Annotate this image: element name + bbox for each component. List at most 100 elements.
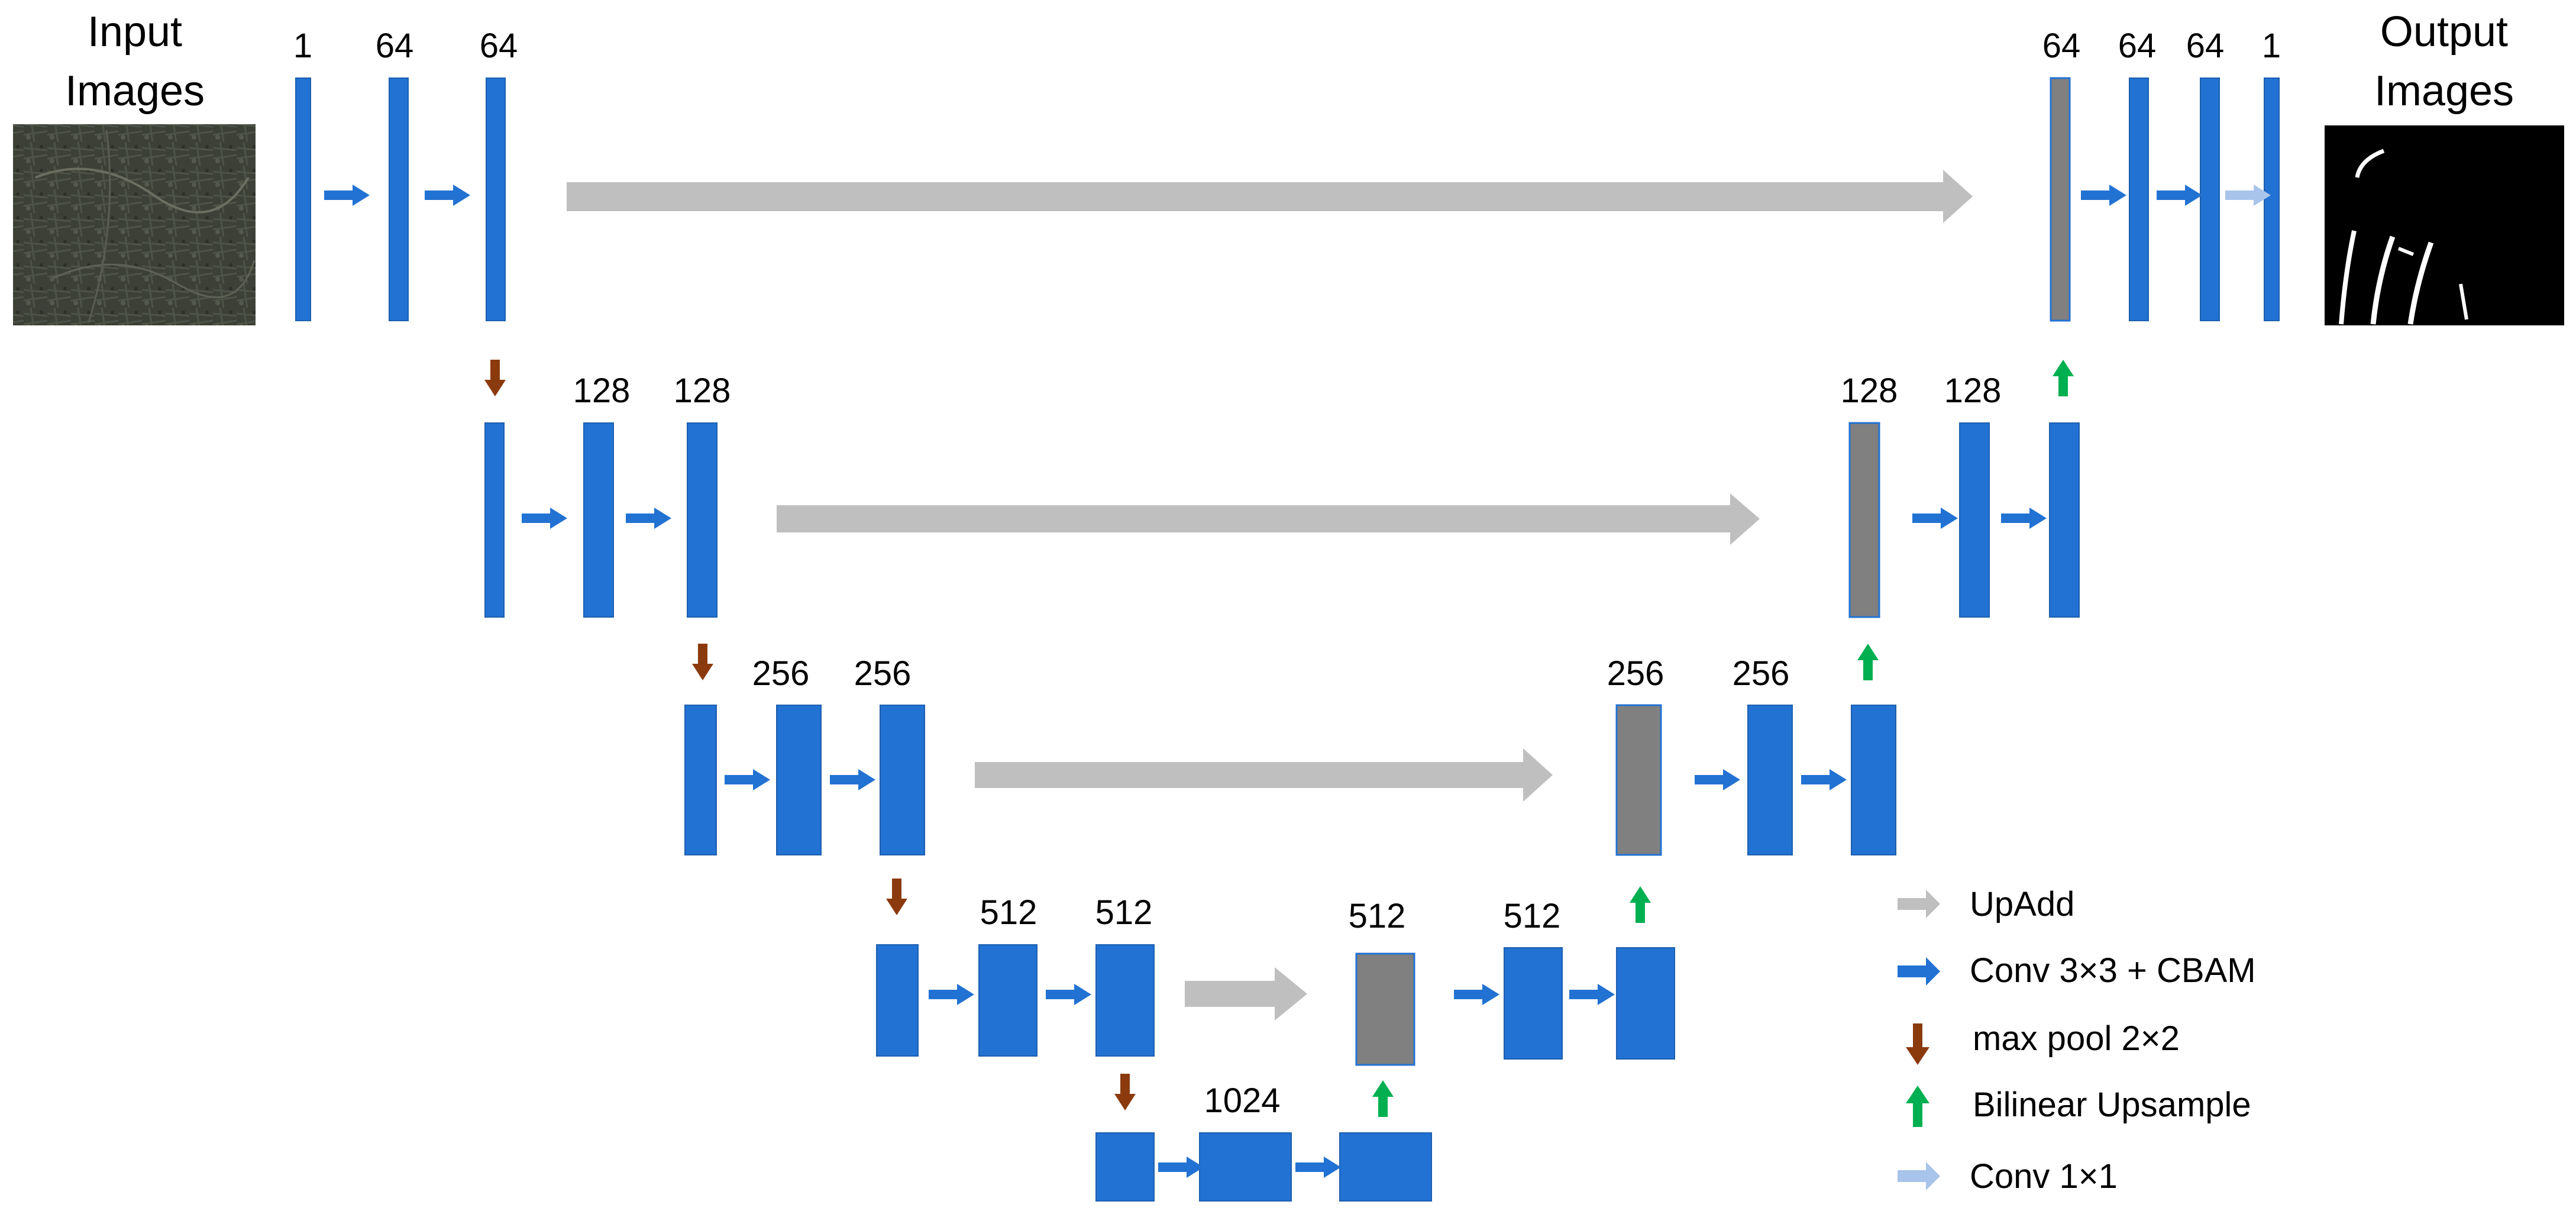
conv-arrow bbox=[324, 185, 370, 206]
upadd-arrow-level3 bbox=[975, 748, 1553, 802]
feature-map-dec2-3 bbox=[2049, 422, 2080, 618]
upsample-arrow bbox=[1372, 1080, 1394, 1117]
conv-arrow bbox=[1695, 769, 1740, 790]
conv-arrow bbox=[522, 508, 567, 529]
channel-label: 64 bbox=[2118, 27, 2157, 65]
upadd-arrows bbox=[567, 170, 1973, 1021]
conv-arrow bbox=[2081, 185, 2126, 206]
maxpool-arrow bbox=[484, 360, 506, 396]
feature-map-enc3-1 bbox=[684, 705, 717, 855]
legend-upadd: UpAdd bbox=[1970, 885, 2074, 923]
input-title-line2: Images bbox=[65, 67, 205, 115]
right-arrow-icon bbox=[1898, 1162, 1940, 1190]
feature-map-dec3-2 bbox=[1747, 705, 1793, 855]
maxpool-arrow bbox=[886, 879, 907, 915]
maxpool-arrow bbox=[1114, 1074, 1136, 1110]
conv-arrow bbox=[1912, 508, 1958, 529]
upsample-arrow bbox=[2053, 360, 2074, 396]
right-arrow-icon bbox=[1898, 957, 1940, 986]
feature-map-dec3-3 bbox=[1851, 705, 1896, 855]
conv-arrow bbox=[1295, 1157, 1341, 1178]
upadd-arrow-level1 bbox=[567, 170, 1973, 223]
feature-map-enc1-2 bbox=[389, 77, 409, 321]
output-image bbox=[2325, 125, 2564, 325]
feature-map-dec1-2 bbox=[2129, 77, 2149, 321]
upsample-arrows bbox=[1372, 360, 2074, 1117]
channel-label: 512 bbox=[1095, 893, 1153, 932]
channel-label: 256 bbox=[1607, 654, 1664, 693]
output-title-line2: Images bbox=[2374, 67, 2514, 115]
feature-map-enc3-3 bbox=[880, 705, 925, 855]
channel-label: 128 bbox=[1944, 372, 2002, 410]
upsample-arrow bbox=[1630, 886, 1651, 923]
legend-maxpool: max pool 2×2 bbox=[1973, 1019, 2180, 1058]
conv-arrow bbox=[1046, 984, 1091, 1005]
legend-conv1x1: Conv 1×1 bbox=[1970, 1157, 2118, 1196]
conv-arrow bbox=[626, 508, 671, 529]
channel-label: 1 bbox=[293, 27, 312, 65]
conv-arrow bbox=[929, 984, 974, 1005]
right-arrow-icon bbox=[1898, 890, 1940, 918]
channel-label: 64 bbox=[376, 27, 414, 65]
upsample-arrow bbox=[1857, 644, 1879, 680]
skip-map-dec4 bbox=[1355, 952, 1415, 1066]
feature-map-enc4-2 bbox=[978, 944, 1037, 1057]
feature-map-enc2-1 bbox=[484, 422, 505, 618]
channel-label: 1 bbox=[2262, 27, 2281, 65]
conv-arrow bbox=[425, 185, 470, 206]
legend-upsample: Bilinear Upsample bbox=[1973, 1086, 2251, 1124]
conv-arrow bbox=[1569, 984, 1615, 1005]
channel-label: 256 bbox=[1733, 654, 1790, 693]
feature-map-enc3-2 bbox=[776, 705, 822, 855]
input-image bbox=[13, 124, 256, 325]
legend-conv: Conv 3×3 + CBAM bbox=[1970, 951, 2256, 990]
feature-map-enc4-3 bbox=[1095, 944, 1155, 1057]
conv-arrows bbox=[324, 185, 2202, 1178]
maxpool-arrows bbox=[484, 360, 1136, 1110]
channel-label: 128 bbox=[1841, 372, 1898, 410]
upadd-arrow-level2 bbox=[777, 493, 1760, 545]
feature-map-dec4-2 bbox=[1504, 947, 1563, 1060]
feature-map-dec2-2 bbox=[1959, 422, 1990, 618]
feature-map-enc2-2 bbox=[583, 422, 614, 618]
channel-label: 64 bbox=[2186, 27, 2225, 65]
conv1x1-arrow bbox=[2225, 185, 2271, 206]
channel-label: 512 bbox=[1504, 897, 1561, 935]
channel-label: 512 bbox=[1349, 897, 1406, 935]
feature-map-bottleneck-1 bbox=[1095, 1132, 1155, 1202]
channel-label: 64 bbox=[480, 27, 518, 65]
feature-map-dec4-3 bbox=[1616, 947, 1675, 1060]
feature-map-enc1-1 bbox=[295, 77, 311, 321]
feature-map-enc2-3 bbox=[687, 422, 717, 618]
conv-arrow bbox=[2157, 185, 2202, 206]
up-arrow-icon bbox=[1906, 1086, 1929, 1127]
feature-map-dec1-out bbox=[2264, 77, 2280, 321]
conv-arrow bbox=[830, 769, 875, 790]
conv-arrow bbox=[725, 769, 770, 790]
maxpool-arrow bbox=[692, 644, 713, 680]
channel-label: 128 bbox=[573, 372, 631, 410]
skip-map-dec2 bbox=[1848, 422, 1880, 618]
upadd-arrow-level4 bbox=[1185, 967, 1307, 1021]
down-arrow-icon bbox=[1906, 1023, 1929, 1065]
feature-map-dec1-3 bbox=[2200, 77, 2220, 321]
feature-map-enc4-1 bbox=[876, 944, 919, 1057]
channel-label: 512 bbox=[980, 893, 1037, 932]
feature-map-bottleneck-2 bbox=[1199, 1132, 1292, 1202]
channel-label: 256 bbox=[752, 654, 810, 693]
legend: UpAdd Conv 3×3 + CBAM max pool 2×2 Bilin… bbox=[1898, 885, 2256, 1196]
conv-arrow bbox=[1454, 984, 1499, 1005]
channel-label: 128 bbox=[674, 372, 731, 410]
channel-label: 64 bbox=[2042, 27, 2081, 65]
skip-map-dec1 bbox=[2050, 77, 2071, 322]
conv-arrow bbox=[2001, 508, 2047, 529]
input-title-line1: Input bbox=[88, 8, 182, 56]
feature-map-enc1-3 bbox=[486, 77, 506, 321]
channel-label: 1024 bbox=[1204, 1081, 1280, 1120]
conv-arrow bbox=[1801, 769, 1847, 790]
conv-arrow bbox=[1158, 1157, 1204, 1178]
feature-map-bottleneck-3 bbox=[1339, 1132, 1432, 1202]
skip-map-dec3 bbox=[1615, 704, 1662, 856]
output-title-line1: Output bbox=[2380, 8, 2508, 56]
